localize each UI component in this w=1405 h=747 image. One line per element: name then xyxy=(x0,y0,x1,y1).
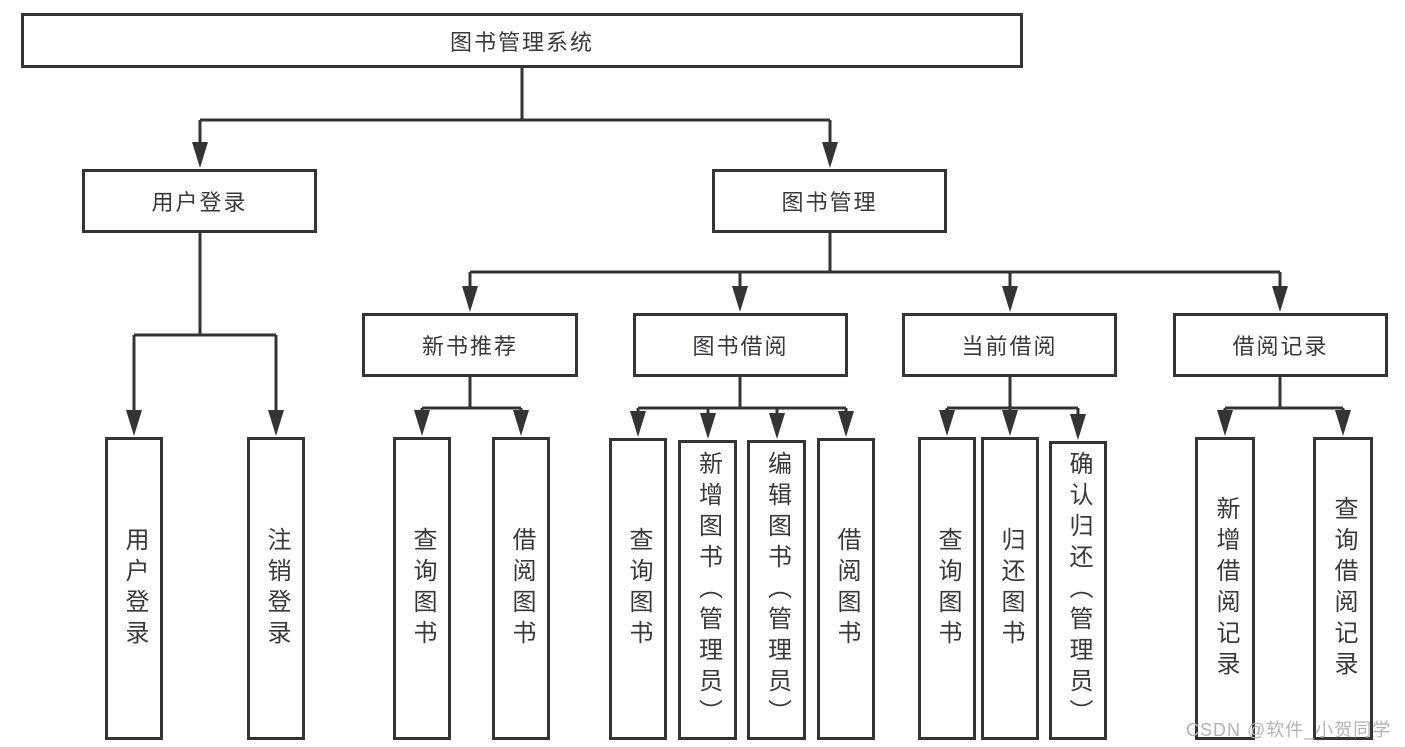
node-label: 用户登录 xyxy=(151,190,248,215)
node-label: 查询图书 xyxy=(409,526,436,651)
node-label: 编辑图书（管理员） xyxy=(763,450,791,730)
leaf-return-books: 归还图书 xyxy=(981,437,1039,740)
node-label: 当前借阅 xyxy=(961,334,1058,359)
leaf-add-books-admin: 新增图书（管理员） xyxy=(678,440,737,740)
node-label: 新增图书（管理员） xyxy=(694,450,722,730)
node-book-management: 图书管理 xyxy=(712,169,947,233)
leaf-confirm-return-admin: 确认归还（管理员） xyxy=(1049,441,1107,740)
node-label: 图书管理 xyxy=(781,190,878,215)
leaf-add-borrow-record: 新增借阅记录 xyxy=(1195,437,1255,740)
node-label: 借阅图书 xyxy=(508,526,535,651)
leaf-borrow-books: 借阅图书 xyxy=(817,438,875,740)
node-label: 查询借阅记录 xyxy=(1330,495,1357,682)
node-current-borrowing: 当前借阅 xyxy=(902,313,1117,377)
node-library-system: 图书管理系统 xyxy=(21,13,1023,68)
node-label: 图书借阅 xyxy=(692,334,789,359)
node-label: 用户登录 xyxy=(121,526,148,651)
leaf-borrow-query-books: 查询图书 xyxy=(609,438,667,740)
node-label: 借阅记录 xyxy=(1232,334,1329,359)
csdn-watermark: CSDN @软件_小贺同学 xyxy=(1186,720,1392,740)
node-new-book-recommend: 新书推荐 xyxy=(362,313,578,377)
node-label: 图书管理系统 xyxy=(449,29,594,55)
node-label: 归还图书 xyxy=(997,526,1024,651)
node-label: 查询图书 xyxy=(625,527,652,651)
arrowheads xyxy=(126,142,1351,440)
node-label: 新书推荐 xyxy=(421,334,518,359)
node-user-login: 用户登录 xyxy=(82,169,317,233)
leaf-logout: 注销登录 xyxy=(247,437,305,740)
node-label: 确认归还（管理员） xyxy=(1065,451,1092,730)
leaf-recommend-borrow-books: 借阅图书 xyxy=(492,437,550,740)
node-label: 借阅图书 xyxy=(833,527,860,651)
leaf-recommend-query-books: 查询图书 xyxy=(393,437,451,740)
node-label: 查询图书 xyxy=(934,526,961,651)
leaf-current-query-books: 查询图书 xyxy=(918,437,976,740)
node-book-borrowing: 图书借阅 xyxy=(633,313,848,377)
leaf-query-borrow-record: 查询借阅记录 xyxy=(1313,437,1373,740)
node-borrowing-records: 借阅记录 xyxy=(1173,313,1388,377)
node-label: 注销登录 xyxy=(263,526,290,651)
connector-path xyxy=(132,68,1345,418)
leaf-user-login: 用户登录 xyxy=(105,437,163,740)
leaf-edit-books-admin: 编辑图书（管理员） xyxy=(747,440,806,740)
node-label: 新增借阅记录 xyxy=(1212,495,1239,682)
